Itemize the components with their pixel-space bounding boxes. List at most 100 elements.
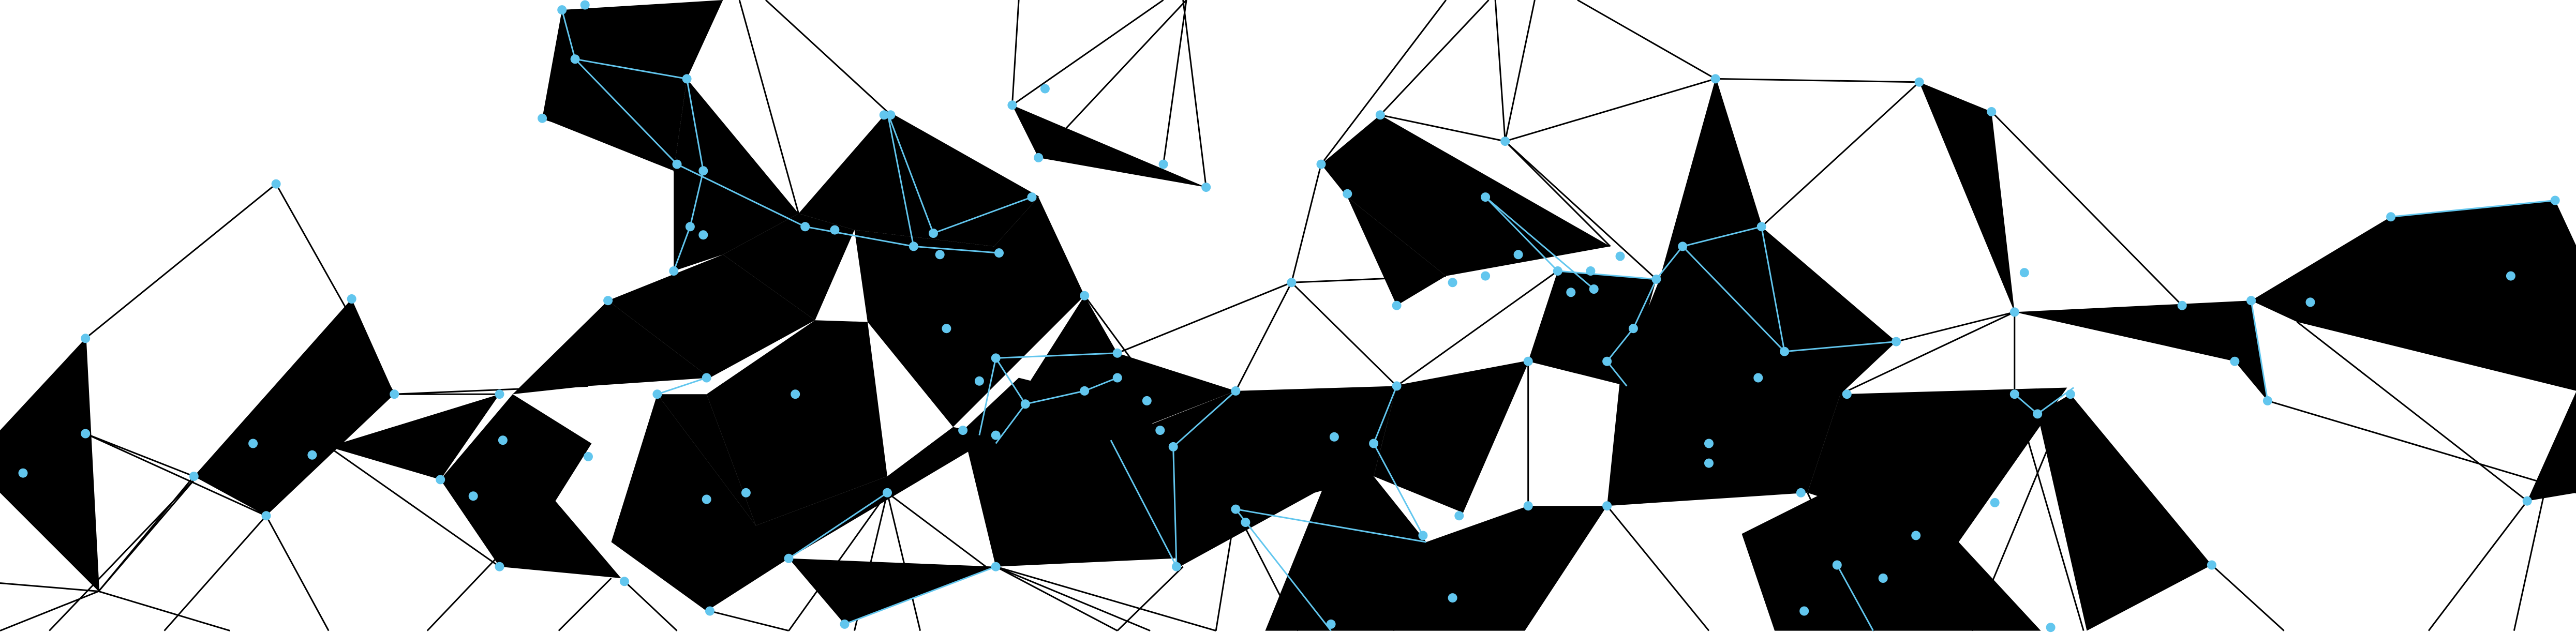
black-edge (1235, 282, 1292, 391)
black-edge (98, 590, 231, 632)
blue-edge (574, 58, 678, 165)
black-polygon (1012, 105, 1207, 188)
blue-edge (1172, 390, 1237, 448)
network-node (1112, 348, 1122, 358)
blue-edge (1784, 341, 1897, 353)
blue-edge (1557, 270, 1657, 280)
black-edge (1577, 0, 1716, 80)
black-edge (765, 0, 888, 113)
network-node (942, 324, 951, 334)
black-edge (1083, 295, 1168, 408)
network-node (495, 389, 504, 399)
network-node (1602, 356, 1612, 366)
black-edge (542, 117, 691, 165)
network-node (958, 426, 968, 435)
black-edge (328, 446, 500, 567)
network-node (1566, 288, 1576, 297)
blue-edge (2390, 200, 2555, 218)
network-node (1034, 153, 1044, 162)
black-edge (265, 515, 330, 631)
network-node (1553, 266, 1562, 276)
black-edge (1872, 541, 1959, 631)
network-node (2019, 268, 2029, 278)
network-node (498, 435, 508, 445)
black-edge (1116, 566, 1184, 631)
black-polygon (608, 254, 815, 378)
black-edge (1291, 282, 1397, 387)
black-edge (2267, 400, 2576, 494)
black-edge (620, 577, 678, 631)
blue-edge (1606, 360, 1628, 387)
network-node (1589, 284, 1599, 294)
network-node (1231, 386, 1241, 396)
network-node (1586, 266, 1596, 276)
network-node (685, 222, 695, 232)
network-node (81, 334, 91, 343)
blue-edge (2014, 394, 2038, 415)
black-polygon (440, 394, 621, 578)
black-polygon (1607, 79, 1897, 506)
black-edge (1163, 0, 1187, 164)
network-node (994, 248, 1004, 258)
network-node (1615, 251, 1625, 261)
black-edge (85, 183, 277, 339)
network-node (1027, 192, 1037, 202)
black-polygon (512, 300, 710, 395)
blue-edge (1235, 508, 1332, 631)
network-node (2009, 307, 2019, 317)
network-node (1343, 189, 1352, 199)
black-edge (1606, 505, 1710, 631)
black-polygon (542, 0, 723, 171)
network-node (1158, 159, 1168, 169)
network-node (1020, 399, 1030, 409)
blue-edge (995, 357, 1026, 405)
node-layer (18, 0, 2560, 632)
black-edge (0, 582, 99, 592)
blue-edge (886, 111, 915, 247)
black-edge (163, 515, 267, 631)
blue-edge (1682, 246, 1785, 352)
network-node (1651, 274, 1661, 284)
black-edge (887, 111, 1039, 198)
network-node (672, 159, 682, 169)
network-node (840, 619, 850, 629)
blue-edge (1632, 279, 1657, 329)
network-node (1710, 74, 1720, 84)
black-edge (1504, 0, 1536, 142)
black-polygon (1919, 82, 2015, 312)
blue-edge (1485, 196, 1595, 290)
network-node (1500, 137, 1510, 146)
network-node (2506, 271, 2515, 281)
network-node (682, 74, 692, 84)
black-edge (1494, 0, 1506, 142)
black-edge (1462, 361, 1529, 513)
network-node (570, 54, 580, 64)
black-polygon (2037, 394, 2212, 631)
black-edge (275, 183, 395, 395)
black-edge (995, 566, 1151, 631)
blue-edge (1485, 197, 1558, 272)
blue-edge (1373, 443, 1424, 536)
network-node (1172, 562, 1181, 571)
black-edge (2428, 500, 2528, 631)
network-node (189, 472, 199, 481)
blue-edge (1172, 446, 1178, 567)
black-edge (995, 566, 1118, 631)
network-node (935, 250, 945, 260)
network-node (1316, 159, 1326, 169)
black-polygon (1741, 492, 2041, 631)
blue-edge (1606, 328, 1634, 362)
black-edge (1291, 275, 1446, 283)
black-edge (1505, 140, 1657, 280)
black-edge (2513, 443, 2556, 631)
network-node (1513, 250, 1523, 260)
black-polygon (1374, 361, 1528, 513)
black-edge (1896, 311, 2015, 343)
network-node (784, 553, 794, 563)
network-node (1704, 439, 1714, 448)
network-node (495, 562, 504, 571)
network-node (698, 230, 708, 240)
network-node (1704, 458, 1714, 468)
network-node (1448, 593, 1457, 603)
black-edge (788, 492, 888, 631)
